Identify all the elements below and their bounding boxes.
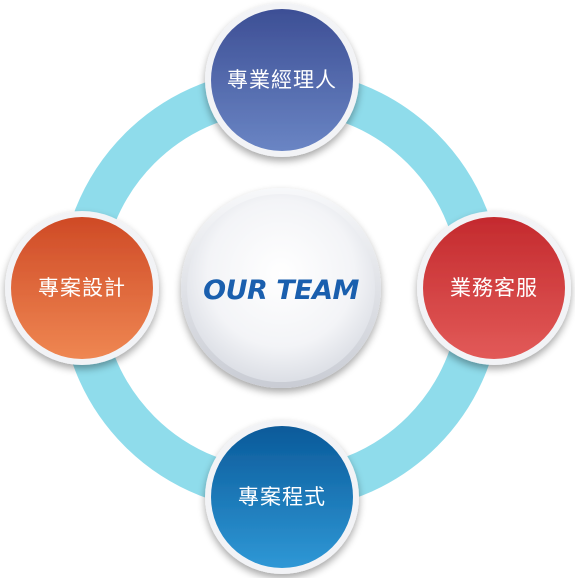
node-bottom[interactable] bbox=[205, 420, 359, 574]
node-right-label: 業務客服 bbox=[450, 276, 538, 300]
node-top[interactable] bbox=[205, 3, 359, 157]
node-left-label: 專案設計 bbox=[38, 276, 126, 300]
center-label: OUR TEAM bbox=[203, 275, 359, 306]
node-left[interactable] bbox=[5, 211, 159, 365]
node-bottom-label: 專案程式 bbox=[238, 485, 326, 509]
center-circle bbox=[181, 188, 381, 388]
node-top-label: 專業經理人 bbox=[227, 68, 337, 92]
node-right[interactable] bbox=[417, 211, 571, 365]
